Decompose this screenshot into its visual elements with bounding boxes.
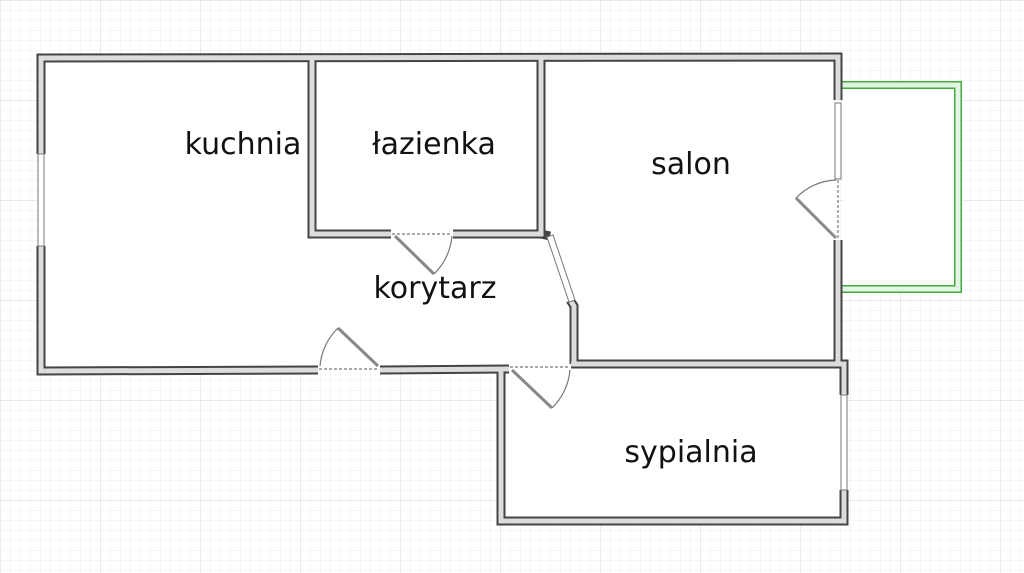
door-bathroom — [392, 233, 453, 276]
room-label-hallway: korytarz — [374, 271, 497, 306]
window-kitchen — [37, 153, 45, 247]
room-label-living-room: salon — [651, 147, 731, 182]
room-label-bedroom: sypialnia — [624, 435, 757, 470]
door-kitchen — [319, 326, 380, 370]
room-floors — [41, 57, 958, 521]
balcony — [841, 81, 962, 293]
window-hallway — [546, 234, 576, 303]
walls — [36, 52, 849, 526]
doors — [319, 179, 839, 410]
windows — [37, 102, 848, 491]
door-balcony — [794, 179, 839, 240]
window-bedroom — [840, 394, 848, 491]
window-living-room — [834, 102, 842, 180]
room-label-kitchen: kuchnia — [185, 127, 302, 162]
room-label-bathroom: łazienka — [372, 127, 496, 162]
door-bedroom — [510, 366, 571, 410]
